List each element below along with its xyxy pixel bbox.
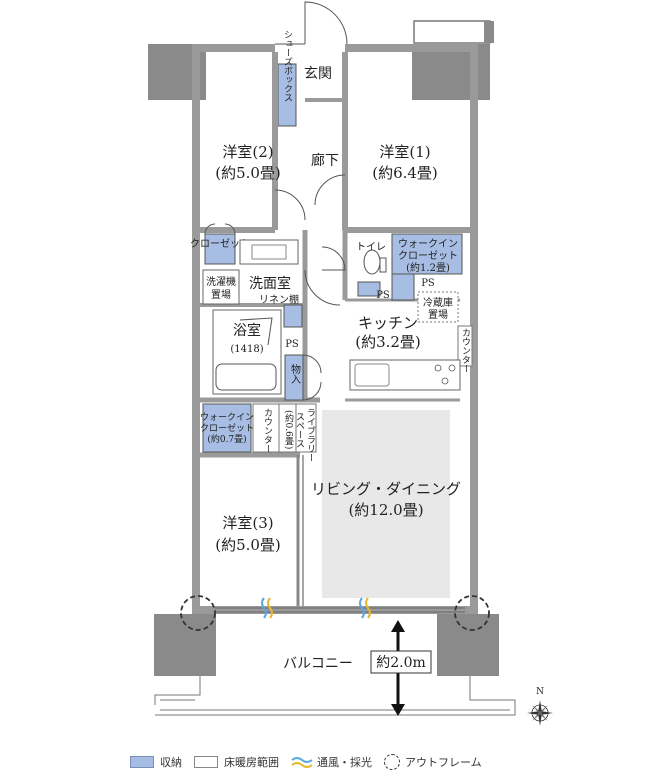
library-line2: スペース <box>294 412 305 448</box>
youshitsu1-name: 洋室(1) <box>379 143 430 161</box>
wall-top-right <box>345 44 470 52</box>
wic2-line2: クローゼット <box>200 422 254 434</box>
heating-swatch <box>194 756 218 768</box>
column-top-right <box>412 44 490 100</box>
kitchen-sink <box>354 363 390 387</box>
closet-label: クローゼット <box>190 238 250 250</box>
wall-left <box>192 44 200 614</box>
wall-right <box>470 44 478 614</box>
youshitsu1-size: (約6.4畳) <box>372 164 438 182</box>
wic1-line3: (約1.2畳) <box>406 261 450 274</box>
balcony-depth-label: 約2.0m <box>376 655 426 671</box>
kitchen-name: キッチン <box>358 314 418 332</box>
wic2-line1: ウォークイン <box>200 412 254 423</box>
ventilation-wave-icon <box>291 757 313 768</box>
ventilation-icon-right <box>359 597 371 619</box>
youshitsu2-size: (約5.0畳) <box>215 164 281 182</box>
wic1-line1: ウォークイン <box>398 238 458 250</box>
legend-heating: 床暖房範囲 <box>194 754 279 770</box>
entrance-door <box>304 1 348 45</box>
outframe-circle-icon <box>384 754 400 770</box>
ps-label-3: PS <box>285 339 299 350</box>
living-size: (約12.0畳) <box>348 501 423 519</box>
legend-heating-label: 床暖房範囲 <box>224 756 279 769</box>
toilet-label: トイレ <box>356 242 386 253</box>
counter-left-label: カウンター <box>262 408 273 453</box>
senmenshitsu-label: 洗面室 <box>249 275 291 292</box>
counter-left <box>252 403 282 453</box>
balcony-railing <box>154 676 516 716</box>
walk-in-closet-2 <box>202 403 252 453</box>
ps-label-1: PS <box>421 278 435 289</box>
door-youshitsu1 <box>314 174 346 206</box>
legend-storage-label: 収納 <box>160 756 182 769</box>
library-line1: ライブラリー <box>305 408 316 462</box>
closet-label-text: クローゼット <box>190 238 250 250</box>
living-name: リビング・ダイニング <box>311 480 461 498</box>
legend-ventilation: 通風・採光 <box>291 754 372 770</box>
washer-line2: 置場 <box>211 288 231 301</box>
toilet <box>363 249 381 275</box>
outframe-circle-left <box>180 595 216 631</box>
balcony-depth-box <box>370 650 432 674</box>
compass-icon <box>527 700 553 726</box>
monoire <box>284 354 304 401</box>
door-youshitsu2 <box>274 189 306 221</box>
balcony-label: バルコニー <box>283 656 353 672</box>
library-line3: (約0.6畳) <box>283 410 294 449</box>
bath-size-label: (1418) <box>230 344 263 355</box>
floor-heating-area <box>322 410 450 598</box>
wic2-line3: (約0.7畳) <box>207 433 246 445</box>
legend: 収納 床暖房範囲 通風・採光 アウトフレーム <box>130 753 494 771</box>
linen-shelf <box>283 304 303 328</box>
fridge-area <box>417 291 459 323</box>
yokushitsu-label: 浴室 <box>233 322 261 339</box>
shoe-box-label: シューズボックス <box>282 30 293 102</box>
ps-label-2: PS <box>376 290 390 301</box>
bottom-windows <box>215 607 465 613</box>
vanity <box>239 239 299 265</box>
storage-swatch <box>130 756 154 768</box>
column-bottom-right <box>437 614 499 676</box>
compass-north-label: N <box>536 687 544 697</box>
youshitsu3-size: (約5.0畳) <box>215 536 281 554</box>
washer-line1: 洗濯機 <box>206 275 236 288</box>
legend-storage: 収納 <box>130 754 182 770</box>
fridge-line2: 置場 <box>428 308 448 321</box>
wic1-line2: クローゼット <box>398 250 458 262</box>
youshitsu2-name: 洋室(2) <box>222 143 273 161</box>
closet <box>204 233 236 265</box>
legend-ventilation-label: 通風・採光 <box>317 756 372 769</box>
door-living <box>304 269 341 306</box>
ventilation-icon-left <box>261 597 273 619</box>
youshitsu3-name: 洋室(3) <box>222 514 273 532</box>
linen-label: リネン棚 <box>259 293 299 306</box>
bathtub <box>215 363 277 391</box>
door-toilet <box>321 246 346 271</box>
meter-box <box>413 20 491 44</box>
kitchen-size: (約3.2畳) <box>355 333 421 351</box>
stove-icon <box>434 364 456 385</box>
wall-bottom <box>200 606 470 614</box>
counter-right-label: カウンター <box>460 328 471 373</box>
counter-right <box>457 325 473 367</box>
wall-top-left <box>200 44 275 52</box>
fridge-line1: 冷蔵庫 <box>423 296 453 309</box>
washer-area <box>202 269 240 305</box>
rouka-label: 廊下 <box>311 152 339 169</box>
walk-in-closet-1 <box>391 233 463 275</box>
monoire-label: 物入 <box>289 363 301 384</box>
legend-outframe: アウトフレーム <box>384 754 482 770</box>
genkan-label: 玄関 <box>304 65 332 82</box>
outframe-circle-right <box>454 595 490 631</box>
legend-outframe-label: アウトフレーム <box>405 756 482 769</box>
mb-column <box>484 21 494 43</box>
